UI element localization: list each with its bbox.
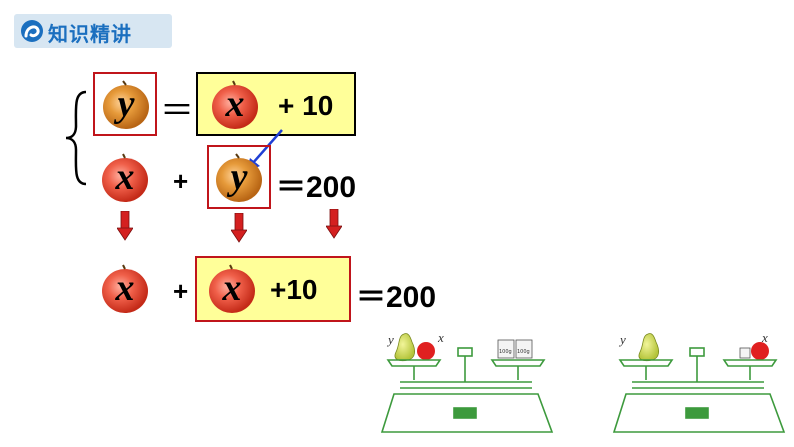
weight-label: 100g [517,349,530,355]
var-x: x [222,267,242,309]
orange-fruit: y [214,152,264,204]
apple-icon [102,153,148,202]
equals-200-text: ＝200 [356,281,437,314]
weight-icon [497,339,515,359]
apple-icon [102,264,148,313]
pear-icon [394,333,416,362]
apple-fruit: x [100,152,150,204]
scale-label-y: y [618,332,626,347]
apple-fruit: x [207,263,257,315]
apple-icon [212,80,258,129]
scale-label-x: x [761,330,768,345]
balance-scale-right: y x [612,330,786,433]
y-term-box [93,72,157,136]
plus-sign: + [173,276,189,306]
down-arrow-icon [326,209,342,239]
var-x: x [225,83,245,125]
var-y: y [230,156,248,198]
brace-symbol [65,90,87,186]
var-x: x [115,156,135,198]
balance-scale-left: y x 100g 100g [380,330,554,433]
plus-10-text: + 10 [278,90,334,121]
apple-icon [751,342,769,360]
y-term-box [207,145,271,209]
scale-label-x: x [437,330,444,345]
orange-fruit: y [101,79,151,131]
weight-label: 100g [499,349,512,355]
weight-icon [515,339,533,359]
equals-sign: ＝ [160,91,194,131]
section-header: 知识精讲 [14,14,172,48]
plus-sign: + [173,166,189,196]
apple-icon [417,342,435,360]
scale-label-y: y [386,332,394,347]
pear-icon [638,333,660,362]
apple-icon [209,264,255,313]
apple-fruit: x [210,79,260,131]
header-title: 知识精讲 [48,22,132,46]
down-arrow-icon [231,213,247,243]
apple-fruit: x [100,263,150,315]
orange-icon [216,153,262,202]
down-arrow-icon [117,211,133,241]
var-x: x [115,267,135,309]
var-y: y [117,83,135,125]
orange-icon [103,80,149,129]
equals-200-text: ＝200 [276,171,357,204]
logo-icon [21,20,43,42]
weight-icon [739,347,751,359]
plus-10-text: +10 [270,274,318,305]
